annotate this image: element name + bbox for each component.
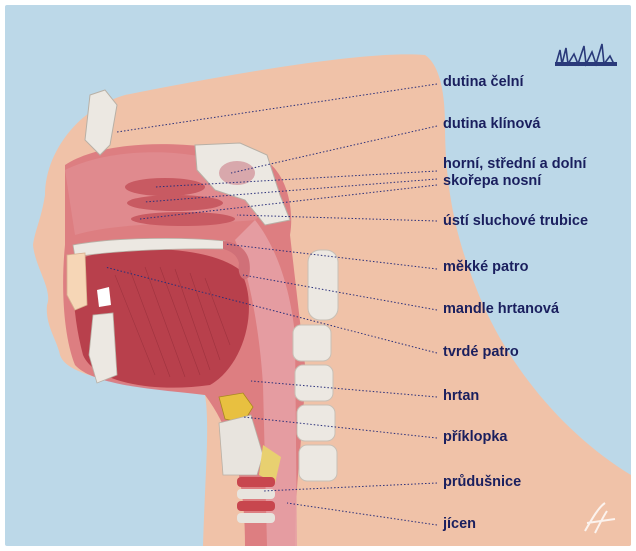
label-list: dutina čelní dutina klínová horní, střed… — [5, 5, 631, 546]
label-sphenoid-sinus: dutina klínová — [443, 116, 541, 133]
label-nasal-conchae: horní, střední a dolní skořepa nosní — [443, 156, 586, 190]
label-nasal-conchae-line2: skořepa nosní — [443, 173, 586, 190]
label-eustachian-tube: ústí sluchové trubice — [443, 213, 588, 230]
label-epiglottis: příklopka — [443, 429, 507, 446]
label-soft-palate: měkké patro — [443, 259, 528, 276]
label-frontal-sinus: dutina čelní — [443, 74, 524, 91]
label-larynx: hrtan — [443, 388, 479, 405]
label-hard-palate: tvrdé patro — [443, 344, 519, 361]
diagram-frame: dutina čelní dutina klínová horní, střed… — [5, 5, 631, 546]
label-nasal-conchae-line1: horní, střední a dolní — [443, 156, 586, 173]
label-esophagus: jícen — [443, 516, 476, 533]
label-trachea: průdušnice — [443, 474, 521, 491]
label-tonsil: mandle hrtanová — [443, 301, 559, 318]
